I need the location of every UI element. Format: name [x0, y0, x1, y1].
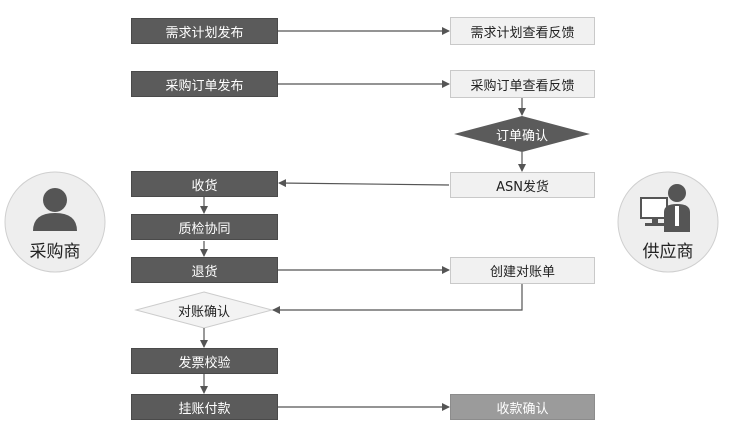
computer-user-icon [640, 184, 690, 232]
arrow-statement-to-reconcile [272, 284, 523, 314]
supplier-actor [617, 171, 719, 273]
buyer-actor [4, 171, 106, 273]
step-receiving: 收货 [131, 171, 278, 197]
step-post-payment: 挂账付款 [131, 394, 278, 420]
user-icon [33, 188, 77, 231]
step-order-confirm: 订单确认 [495, 128, 548, 144]
connectors [200, 27, 526, 411]
order-confirm-diamond [454, 116, 590, 152]
step-po-publish: 采购订单发布 [131, 71, 278, 97]
step-demand-plan-publish: 需求计划发布 [131, 18, 278, 44]
buyer-label: 采购商 [29, 242, 81, 262]
step-qc-collab: 质检协同 [131, 214, 278, 240]
step-payment-confirm: 收款确认 [450, 394, 595, 420]
step-demand-plan-view: 需求计划查看反馈 [450, 17, 595, 45]
step-asn-ship: ASN发货 [450, 172, 595, 198]
step-create-statement: 创建对账单 [450, 257, 595, 284]
step-invoice-verify: 发票校验 [131, 348, 278, 374]
supplier-label: 供应商 [642, 242, 694, 262]
step-reconcile-confirm: 对账确认 [177, 304, 230, 320]
step-po-view: 采购订单查看反馈 [450, 70, 595, 98]
step-return-goods: 退货 [131, 257, 278, 283]
arrow-asn-to-receive [278, 179, 450, 188]
